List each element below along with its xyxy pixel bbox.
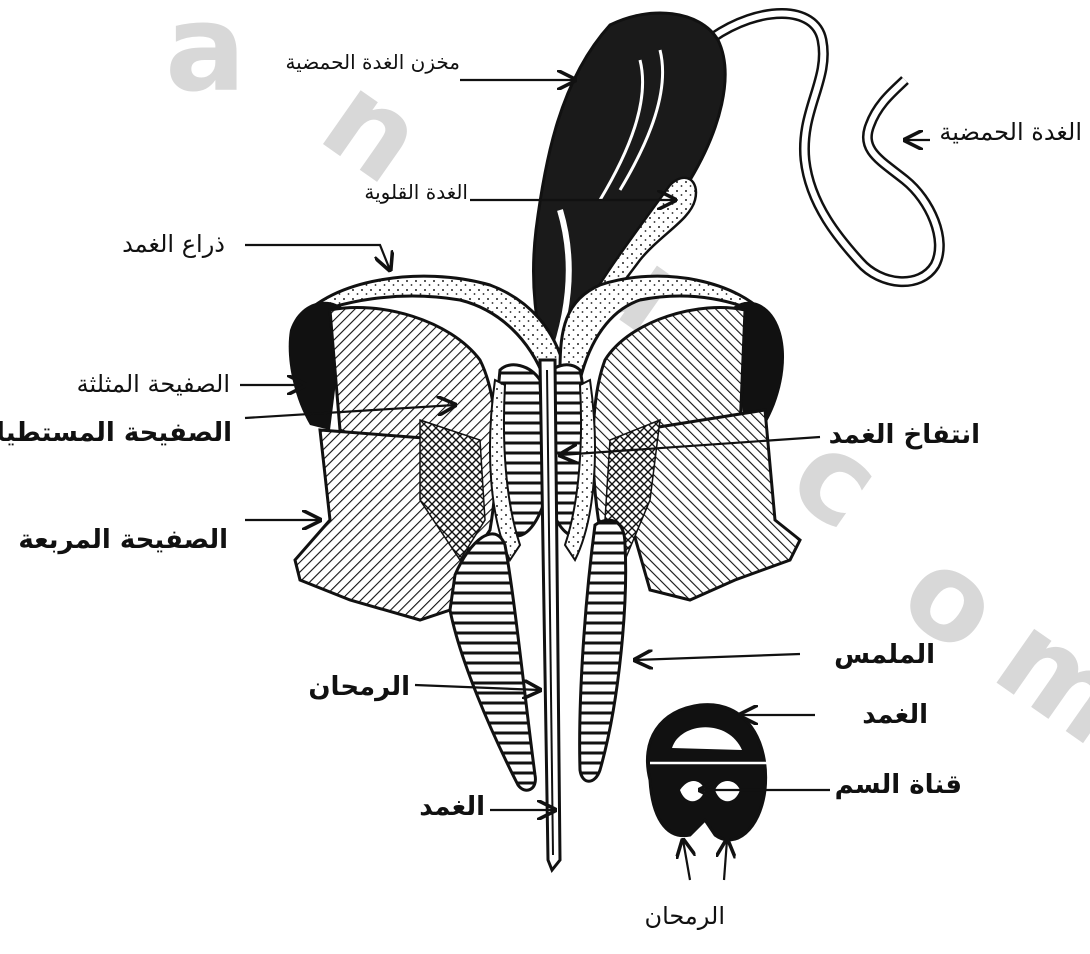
label-accessory-gland: الغدة القلوية xyxy=(364,180,468,204)
label-sting-bulb: انتفاخ الغمد xyxy=(829,420,980,450)
palps xyxy=(450,520,626,790)
label-acid-gland: الغدة الحمضية xyxy=(939,118,1082,146)
cross-section xyxy=(647,705,770,840)
label-lancet: الرمحان xyxy=(308,672,410,702)
label-lancets-section: الرمحان xyxy=(644,902,725,930)
label-venom-canal: قناة السم xyxy=(835,770,962,800)
acid-gland xyxy=(712,13,939,281)
label-sheath-main: الغمد xyxy=(419,792,485,822)
label-triangular-plate: الصفيحة المثلثة xyxy=(77,370,230,398)
label-quadrate-plate: الصفيحة المربعة xyxy=(18,525,228,555)
label-oblong-plate: الصفيحة المستطيلة xyxy=(0,418,232,448)
label-venom-reservoir: مخزن الغدة الحمضية xyxy=(285,50,460,74)
sting-shaft xyxy=(540,360,560,870)
label-palp: الملمس xyxy=(834,640,935,670)
label-sheath-section: الغمد xyxy=(862,700,928,730)
label-sting-arm: ذراع الغمد xyxy=(122,230,225,258)
